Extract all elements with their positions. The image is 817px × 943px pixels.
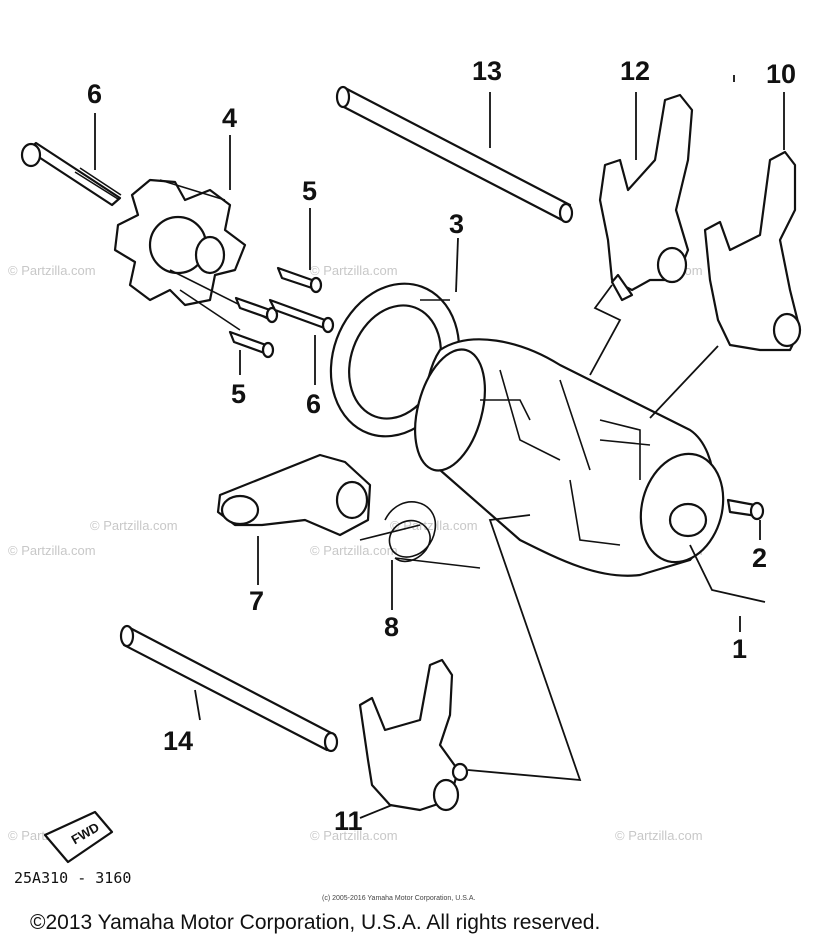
part-11-shift-fork[interactable] [358,658,469,812]
callout-1[interactable]: 1 [732,634,747,664]
callout-5-lower[interactable]: 5 [231,379,246,409]
callout-9[interactable]: 8 [384,612,399,642]
small-copyright: (c) 2005-2016 Yamaha Motor Corporation, … [322,895,475,902]
part-7-bolt[interactable] [20,141,122,207]
watermark: © Partzilla.com [615,828,703,843]
callout-11[interactable]: 11 [334,806,363,836]
part-9-spring[interactable] [359,501,481,569]
part-5-pin-lower[interactable] [228,296,279,359]
callout-13[interactable]: 13 [472,56,502,86]
part-2-pin[interactable] [726,498,765,521]
watermark: © Partzilla.com [8,263,96,278]
part-4-shift-drum-segment[interactable] [113,178,271,331]
callout-7[interactable]: 6 [87,79,102,109]
part-13-shift-fork-shaft[interactable] [335,85,574,224]
part-14-shift-fork-shaft[interactable] [119,624,339,753]
part-10-shift-fork[interactable] [703,150,802,352]
callout-numbers: 6 4 5 5 6 3 13 12 10 2 1 7 8 14 11 [87,56,796,836]
callout-4[interactable]: 4 [222,103,237,133]
callout-10[interactable]: 10 [766,59,796,89]
part-6-pin[interactable] [268,298,335,334]
part-5-pin-upper[interactable] [276,266,323,294]
leader-lines [94,92,785,819]
part-12-shift-fork[interactable] [598,93,694,302]
callout-6[interactable]: 6 [306,389,321,419]
part-8-shift-lever[interactable] [216,453,372,537]
callout-8[interactable]: 7 [249,586,264,616]
watermark: © Partzilla.com [8,543,96,558]
watermark: © Partzilla.com [310,263,398,278]
fwd-arrow-icon: FWD [43,810,114,864]
callout-2[interactable]: 2 [752,543,767,573]
part-1-shift-drum[interactable] [403,338,735,577]
callout-5-upper[interactable]: 5 [302,176,317,206]
watermark: © Partzilla.com [90,518,178,533]
callout-3[interactable]: 3 [449,209,464,239]
watermark: © Partzilla.com [310,543,398,558]
drawing-code: 25A310 - 3160 [14,869,131,887]
watermark: © Partzilla.com [390,518,478,533]
watermark: © Partzilla.com [310,828,398,843]
callout-14[interactable]: 14 [163,726,193,756]
copyright-notice: ©2013 Yamaha Motor Corporation, U.S.A. A… [30,911,600,934]
callout-12[interactable]: 12 [620,56,650,86]
